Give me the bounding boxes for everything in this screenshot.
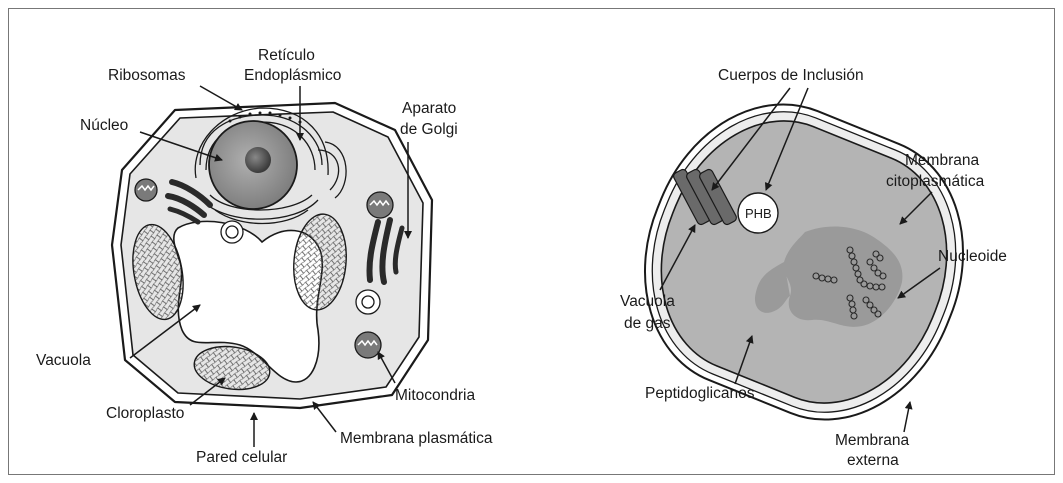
label-peptidoglicanos: Peptidoglicanos <box>645 385 755 402</box>
bacterial-cell: PHB Cuerpos de Inclusión Membrana citopl… <box>605 67 1007 469</box>
label-membrana-cito: Membrana <box>905 152 979 169</box>
label-phb: PHB <box>745 206 772 221</box>
nucleolus <box>245 147 271 173</box>
label-externa: externa <box>847 452 899 469</box>
plant-cell: Retículo Endoplásmico Ribosomas Núcleo A… <box>36 47 493 466</box>
label-de-golgi: de Golgi <box>400 121 458 138</box>
label-citoplasmatica: citoplasmática <box>886 173 985 190</box>
label-ribosomas: Ribosomas <box>108 67 186 84</box>
label-endoplasmico: Endoplásmico <box>244 67 341 84</box>
label-mitocondria: Mitocondria <box>395 387 475 404</box>
label-membrana-plasmatica: Membrana plasmática <box>340 430 493 447</box>
label-pared-celular: Pared celular <box>196 449 287 466</box>
label-cuerpos-inclusion: Cuerpos de Inclusión <box>718 67 864 84</box>
label-cloroplasto: Cloroplasto <box>106 405 184 422</box>
label-de-gas: de gas <box>624 315 671 332</box>
label-reticulo: Retículo <box>258 47 315 64</box>
label-nucleo: Núcleo <box>80 117 128 134</box>
label-vacuola: Vacuola <box>36 352 91 369</box>
label-aparato: Aparato <box>402 100 456 117</box>
label-nucleoide: Nucleoide <box>938 248 1007 265</box>
label-membrana-externa: Membrana <box>835 432 909 449</box>
label-vacuola-gas: Vacuola <box>620 293 675 310</box>
